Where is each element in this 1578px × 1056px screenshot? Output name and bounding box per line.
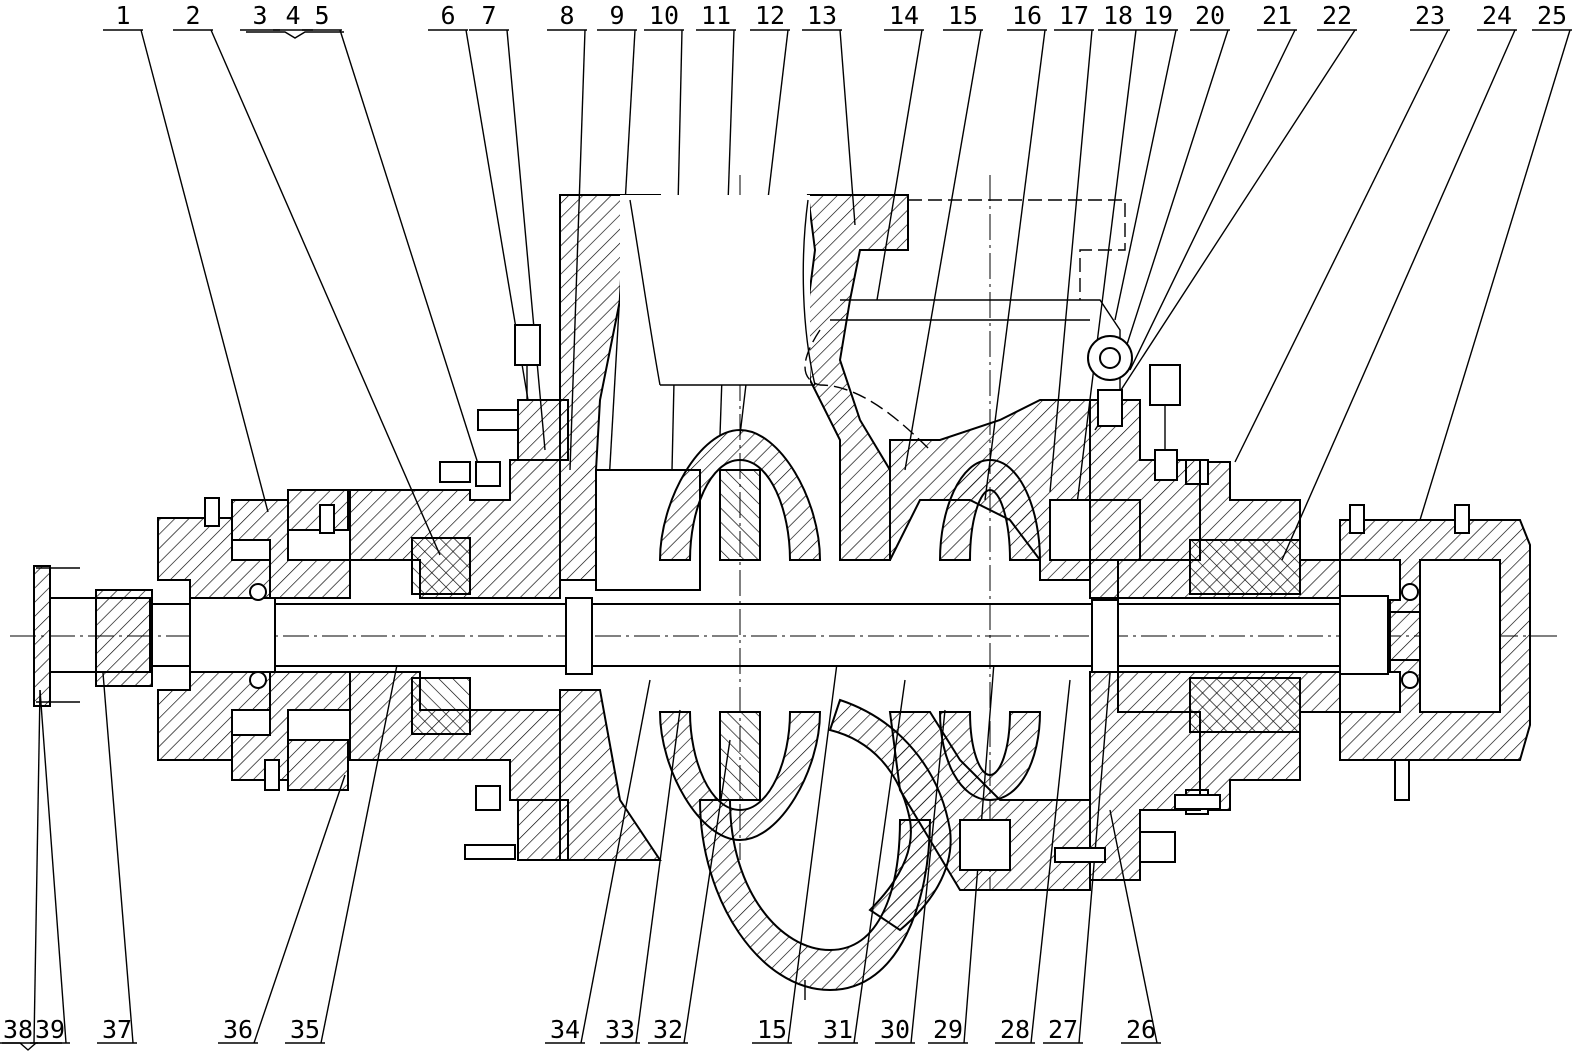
leader-line-23 bbox=[1234, 29, 1449, 463]
part-label-2: 2 bbox=[185, 1, 200, 30]
leader-line-24 bbox=[1281, 29, 1516, 561]
label-bracket-38-39 bbox=[2, 1042, 62, 1051]
casing-discharge-side bbox=[888, 399, 1141, 891]
part-label-14: 14 bbox=[889, 1, 919, 30]
leader-line-5 bbox=[339, 29, 481, 471]
part-label-13: 13 bbox=[807, 1, 837, 30]
part-label-33-bottom: 33 bbox=[605, 1015, 635, 1044]
part-label-10: 10 bbox=[649, 1, 679, 30]
part-label-5: 5 bbox=[314, 1, 329, 30]
part-label-18: 18 bbox=[1103, 1, 1133, 30]
part-label-9: 9 bbox=[609, 1, 624, 30]
part-label-32-bottom: 32 bbox=[653, 1015, 683, 1044]
leader-line-19 bbox=[1114, 29, 1177, 321]
left-seal-chamber bbox=[349, 459, 561, 811]
leader-line-7 bbox=[506, 29, 546, 451]
part-label-15-bottom: 15 bbox=[757, 1015, 787, 1044]
part-label-16: 16 bbox=[1012, 1, 1042, 30]
part-label-27-bottom: 27 bbox=[1048, 1015, 1078, 1044]
part-label-3: 3 bbox=[252, 1, 267, 30]
part-label-1: 1 bbox=[115, 1, 130, 30]
part-label-26-bottom: 26 bbox=[1126, 1015, 1156, 1044]
part-label-34-bottom: 34 bbox=[550, 1015, 580, 1044]
part-label-15: 15 bbox=[948, 1, 978, 30]
gauge-fitting-right bbox=[1149, 364, 1181, 481]
part-label-12: 12 bbox=[755, 1, 785, 30]
part-label-38-bottom: 38 bbox=[3, 1015, 33, 1044]
leader-line-34-bottom bbox=[580, 679, 651, 1044]
label-bracket-3-5 bbox=[246, 31, 344, 39]
part-label-37-bottom: 37 bbox=[102, 1015, 132, 1044]
coupling bbox=[33, 565, 153, 707]
part-label-8: 8 bbox=[559, 1, 574, 30]
pump-shaft bbox=[10, 595, 1560, 675]
leader-line-22 bbox=[1094, 29, 1356, 431]
right-seal-chamber bbox=[1117, 459, 1341, 815]
balance-pipe bbox=[804, 199, 1133, 451]
part-label-39-bottom: 39 bbox=[35, 1015, 65, 1044]
leader-line-21 bbox=[1129, 29, 1296, 371]
part-label-6: 6 bbox=[440, 1, 455, 30]
part-label-4: 4 bbox=[285, 1, 300, 30]
leader-line-38-bottom bbox=[33, 689, 41, 1044]
part-label-21: 21 bbox=[1262, 1, 1292, 30]
part-label-20: 20 bbox=[1195, 1, 1225, 30]
part-label-28-bottom: 28 bbox=[1000, 1015, 1030, 1044]
leader-line-25 bbox=[1419, 29, 1571, 521]
left-bearing-housing bbox=[157, 489, 351, 791]
part-label-17: 17 bbox=[1059, 1, 1089, 30]
part-label-36-bottom: 36 bbox=[223, 1015, 253, 1044]
leader-line-2 bbox=[210, 29, 441, 556]
part-label-24: 24 bbox=[1482, 1, 1512, 30]
leader-line-20 bbox=[1121, 29, 1229, 361]
part-label-31-bottom: 31 bbox=[823, 1015, 853, 1044]
leader-line-36-bottom bbox=[253, 774, 346, 1044]
part-label-7: 7 bbox=[481, 1, 496, 30]
leader-line-15 bbox=[904, 29, 982, 471]
gauge-fitting-left bbox=[514, 324, 541, 400]
leader-line-13 bbox=[839, 29, 856, 226]
part-label-30-bottom: 30 bbox=[880, 1015, 910, 1044]
right-bearing-housing bbox=[1339, 504, 1531, 801]
part-label-11: 11 bbox=[701, 1, 731, 30]
part-label-23: 23 bbox=[1415, 1, 1445, 30]
leader-line-37-bottom bbox=[99, 635, 134, 1044]
part-label-19: 19 bbox=[1143, 1, 1173, 30]
leader-line-14 bbox=[876, 29, 923, 301]
part-label-22: 22 bbox=[1322, 1, 1352, 30]
part-label-25: 25 bbox=[1537, 1, 1567, 30]
part-label-35-bottom: 35 bbox=[290, 1015, 320, 1044]
leader-line-1 bbox=[140, 29, 269, 513]
discharge-nozzle bbox=[620, 175, 909, 561]
leader-line-39-bottom bbox=[39, 689, 67, 1044]
foot-bolts bbox=[439, 409, 1221, 863]
part-label-29-bottom: 29 bbox=[933, 1015, 963, 1044]
